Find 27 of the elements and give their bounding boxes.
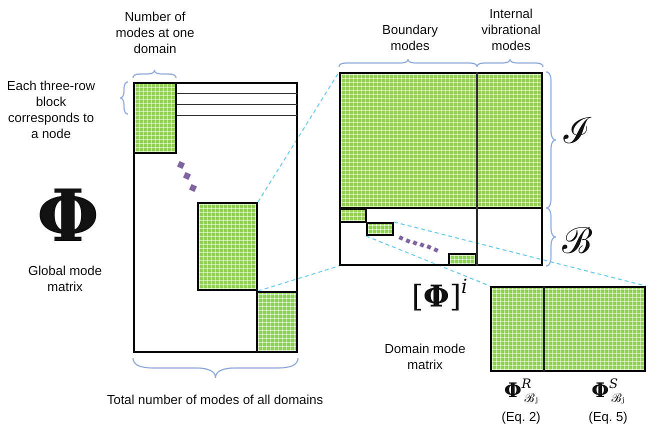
matrix-block <box>339 72 543 209</box>
axis-note: Boundary modes <box>381 22 439 54</box>
submatrix-block <box>490 286 646 372</box>
matrix-block <box>197 202 258 291</box>
domain-matrix <box>339 72 543 266</box>
axis-note: Internal vibrational modes <box>480 6 542 54</box>
block-symbol: ℐ <box>562 112 592 152</box>
axis-note: Number of modes at one domain <box>114 9 196 57</box>
caption: Domain mode matrix <box>384 341 466 373</box>
equation-reference: (Eq. 5) <box>587 409 628 425</box>
matrix-block <box>366 222 394 236</box>
matrix-symbol: Φ <box>36 176 100 256</box>
zoom-line <box>394 222 646 286</box>
zoom-line <box>258 266 340 292</box>
matrix-block <box>133 82 177 154</box>
zoom-line <box>366 236 490 286</box>
matrix-symbol: [Φ]$^{i}$ <box>410 276 468 314</box>
matrix-block <box>448 253 477 266</box>
zoom-line <box>258 72 340 202</box>
annotation: Each three-row block corresponds to a node <box>6 78 96 142</box>
matrix-block <box>339 208 367 223</box>
equation-reference: (Eq. 2) <box>500 409 542 425</box>
matrix-block <box>256 291 298 353</box>
block-symbol: ℬ <box>561 222 593 262</box>
axis-note: Total number of modes of all domains <box>106 392 324 408</box>
global-matrix <box>133 82 298 353</box>
caption: Global mode matrix <box>27 263 103 295</box>
